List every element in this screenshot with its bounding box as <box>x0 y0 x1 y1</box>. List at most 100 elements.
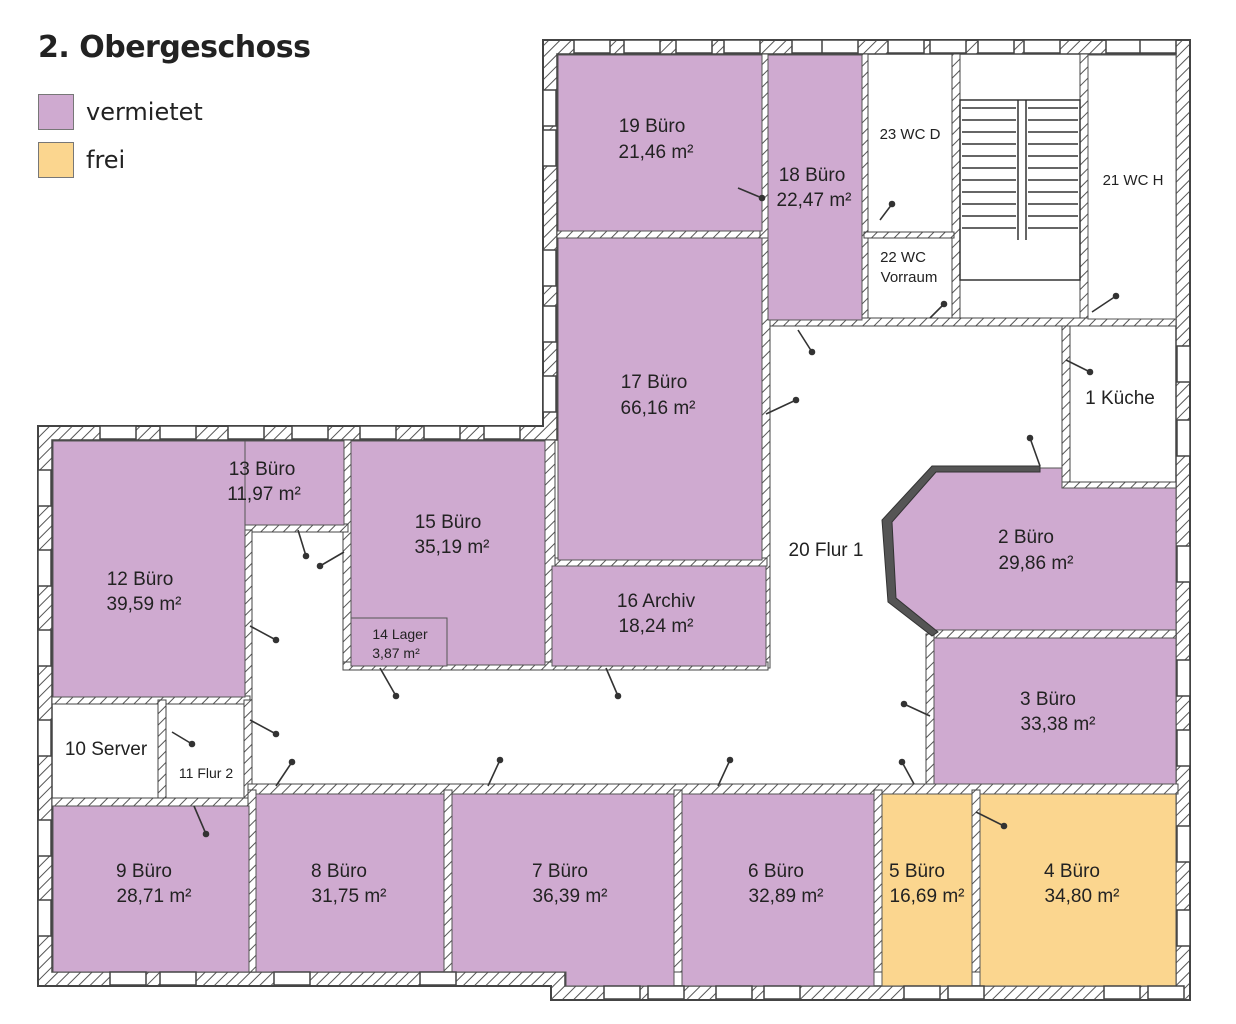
staircase <box>959 99 1081 281</box>
window-v-2 <box>542 249 557 287</box>
room-13-name: 13 Büro <box>229 459 296 480</box>
room-4-name: 4 Büro <box>1044 861 1100 882</box>
window-v-5 <box>37 469 52 507</box>
room-labels: 19 Büro 21,46 m² 18 Büro 22,47 m² 23 WC … <box>65 116 1164 907</box>
room-20-name: 20 Flur 1 <box>789 540 864 561</box>
room-9-name: 9 Büro <box>116 861 172 882</box>
window-7 <box>929 39 967 54</box>
room-13-area: 11,97 m² <box>227 484 301 505</box>
room-7-name: 7 Büro <box>532 861 588 882</box>
window-v-15 <box>1176 729 1191 767</box>
window-16 <box>359 425 397 440</box>
window-20 <box>159 971 197 986</box>
rooms <box>52 54 1177 987</box>
legend-item-rented: vermietet <box>38 94 203 130</box>
door-10 <box>249 625 280 644</box>
window-14 <box>227 425 265 440</box>
door-7 <box>1026 434 1041 467</box>
room-3 <box>933 637 1177 785</box>
page-title: 2. Obergeschoss <box>38 30 311 65</box>
window-v-13 <box>1176 545 1191 583</box>
door-17 <box>487 756 504 787</box>
room-14-area: 3,87 m² <box>372 645 420 661</box>
room-21-name: 21 WC H <box>1103 172 1164 189</box>
window-28 <box>947 985 985 1000</box>
door-16 <box>275 758 296 787</box>
room-9-area: 28,71 m² <box>117 886 192 907</box>
room-19-name: 19 Büro <box>619 116 686 137</box>
window-v-3 <box>542 305 557 343</box>
room-4-area: 34,80 m² <box>1045 886 1120 907</box>
door-15 <box>193 805 210 838</box>
door-19 <box>898 758 915 785</box>
window-v-16 <box>1176 825 1191 863</box>
room-18-name: 18 Büro <box>779 165 846 186</box>
legend-label-free: frei <box>86 146 126 174</box>
window-21 <box>273 971 311 986</box>
room-8-area: 31,75 m² <box>312 886 387 907</box>
window-v-1 <box>542 129 557 167</box>
room-10-name: 10 Server <box>65 739 148 760</box>
room-5-name: 5 Büro <box>889 861 945 882</box>
window-11 <box>1139 39 1177 54</box>
room-11-name: 11 Flur 2 <box>179 765 233 781</box>
room-12-name: 12 Büro <box>107 569 174 590</box>
window-12 <box>99 425 137 440</box>
room-16 <box>551 565 767 667</box>
window-v-0 <box>542 89 557 127</box>
door-9 <box>316 551 345 570</box>
legend-item-free: frei <box>38 142 125 178</box>
window-1 <box>623 39 661 54</box>
legend-swatch-free <box>38 142 74 178</box>
window-30 <box>1147 985 1185 1000</box>
room-7-area: 36,39 m² <box>533 886 608 907</box>
room-14 <box>350 617 448 667</box>
window-v-14 <box>1176 659 1191 697</box>
doors <box>171 187 1120 838</box>
window-0 <box>573 39 611 54</box>
window-v-8 <box>37 719 52 757</box>
room-14-name: 14 Lager <box>372 626 428 642</box>
room-3-name: 3 Büro <box>1020 689 1076 710</box>
legend-label-rented: vermietet <box>86 98 203 126</box>
door-0 <box>737 187 766 202</box>
door-1 <box>879 200 896 221</box>
window-26 <box>763 985 801 1000</box>
window-6 <box>887 39 925 54</box>
window-v-9 <box>37 819 52 857</box>
bay-window <box>881 465 1041 637</box>
room-5 <box>881 793 973 987</box>
door-11 <box>379 667 400 700</box>
room-17-area: 66,16 m² <box>621 398 696 419</box>
window-2 <box>675 39 713 54</box>
room-2-name: 2 Büro <box>998 527 1054 548</box>
window-5 <box>821 39 859 54</box>
room-23-name: 23 WC D <box>880 126 941 143</box>
door-14 <box>171 731 196 748</box>
room-22-name2: Vorraum <box>881 269 938 286</box>
window-v-11 <box>1176 345 1191 383</box>
room-15-area: 35,19 m² <box>415 537 490 558</box>
door-5 <box>765 396 800 415</box>
window-17 <box>423 425 461 440</box>
room-12-area: 39,59 m² <box>107 594 182 615</box>
window-18 <box>483 425 521 440</box>
room-6-area: 32,89 m² <box>749 886 824 907</box>
room-19-area: 21,46 m² <box>619 142 694 163</box>
door-2 <box>929 300 948 319</box>
room-5-area: 16,69 m² <box>890 886 965 907</box>
room-2 <box>883 467 1177 631</box>
window-24 <box>647 985 685 1000</box>
window-9 <box>1023 39 1061 54</box>
room-4 <box>979 793 1177 987</box>
window-v-17 <box>1176 909 1191 947</box>
window-29 <box>1103 985 1141 1000</box>
room-19 <box>557 54 763 232</box>
room-8-name: 8 Büro <box>311 861 367 882</box>
window-19 <box>109 971 147 986</box>
door-20 <box>900 700 931 717</box>
room-22-name: 22 WC <box>880 249 926 266</box>
room-6-name: 6 Büro <box>748 861 804 882</box>
door-6 <box>1065 359 1094 376</box>
